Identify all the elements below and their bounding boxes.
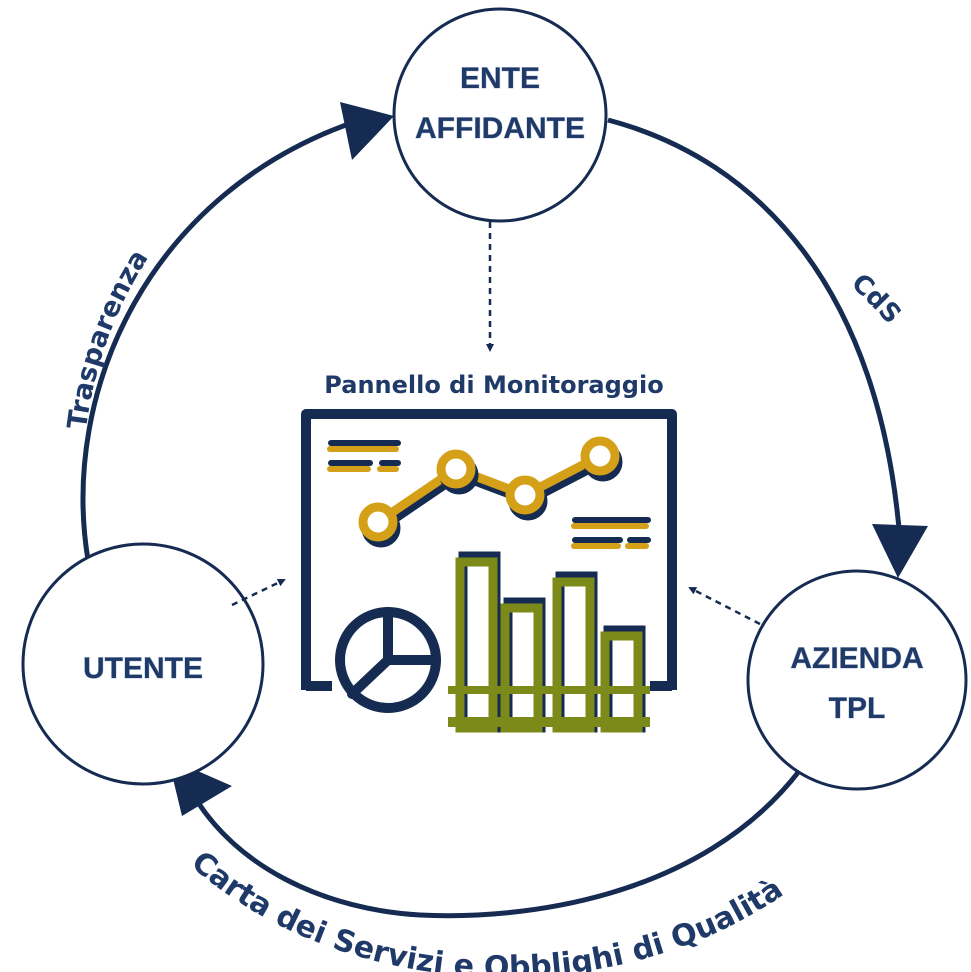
legend-lines-right <box>571 517 651 549</box>
flow-label-cds: CdS <box>845 268 906 330</box>
ente-label-line1: ENTE <box>460 62 540 95</box>
arc-azienda-to-utente <box>182 768 802 919</box>
cds-text: CdS <box>845 268 906 330</box>
flow-label-trasparenza: Trasparenza <box>62 244 154 431</box>
legend-lines-left <box>327 440 401 472</box>
dashed-arrow-azienda-to-panel <box>688 586 761 626</box>
chart-point <box>505 475 545 515</box>
line-chart-points <box>358 436 623 548</box>
dashed-arrow-utente-to-panel <box>231 578 286 607</box>
node-azienda-tpl: AZIENDA TPL <box>746 569 968 791</box>
node-utente: UTENTE <box>21 542 265 786</box>
arrowhead-to-ente <box>340 102 394 160</box>
line-chart <box>375 452 606 532</box>
arc-utente-to-ente <box>80 117 361 561</box>
flow-label-carta: Carta dei Servizi e Obblighi di Qualità <box>185 844 790 972</box>
monitor-frame <box>301 409 677 690</box>
ente-label-line2: AFFIDANTE <box>415 112 585 145</box>
chart-point <box>358 502 398 542</box>
chart-point <box>580 436 620 476</box>
azienda-label-line1: AZIENDA <box>790 642 923 675</box>
arrowhead-to-azienda <box>872 524 928 578</box>
trasparenza-text: Trasparenza <box>62 244 154 431</box>
dashed-connectors <box>231 222 761 626</box>
cycle-arcs <box>80 117 903 919</box>
bar-chart <box>448 551 650 733</box>
monitoring-panel-icon <box>301 409 677 733</box>
utente-label: UTENTE <box>83 652 203 685</box>
azienda-label-line2: TPL <box>829 692 886 725</box>
arc-ente-to-azienda <box>607 117 903 541</box>
pie-chart-icon <box>335 607 441 713</box>
carta-text: Carta dei Servizi e Obblighi di Qualità <box>185 844 790 972</box>
panel-title: Pannello di Monitoraggio <box>324 371 663 399</box>
node-ente-affidante: ENTE AFFIDANTE <box>392 7 608 223</box>
chart-point <box>436 449 476 489</box>
